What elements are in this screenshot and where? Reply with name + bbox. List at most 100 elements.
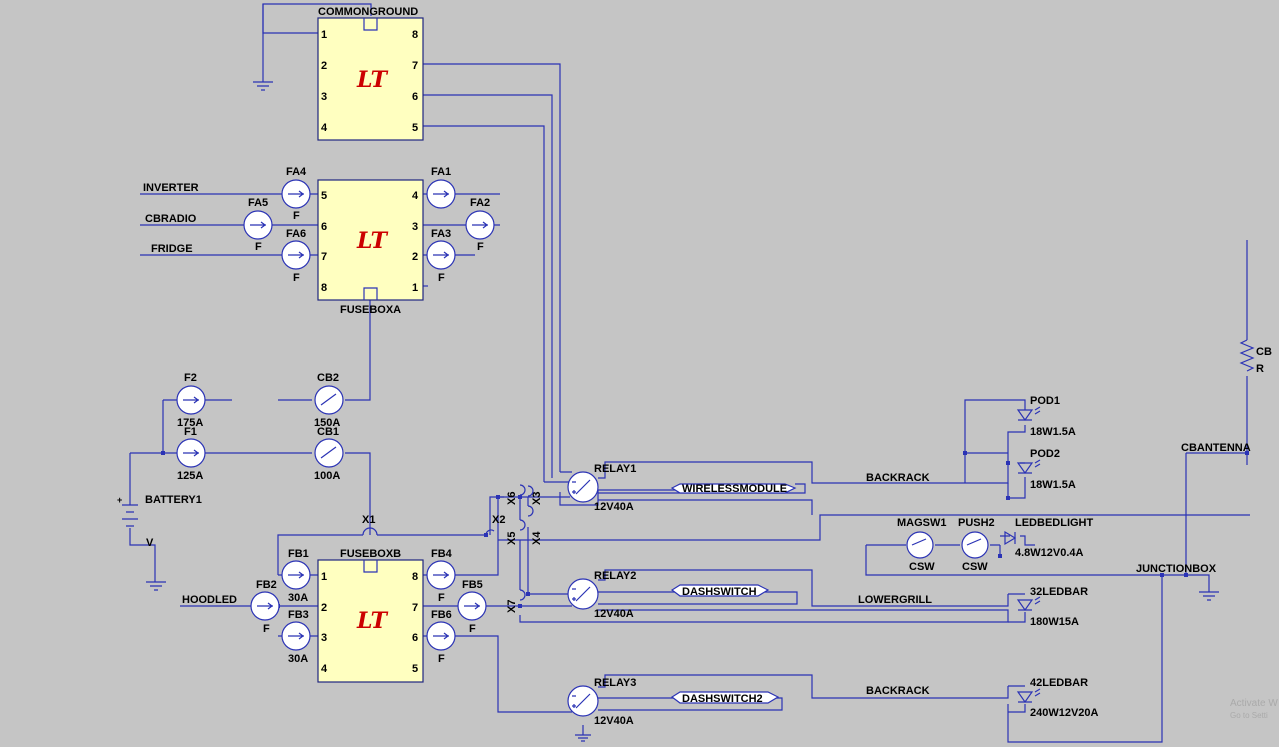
- pin-label: 6: [412, 91, 418, 103]
- fuse-ref: FB4: [431, 548, 453, 560]
- magsw1-ref: MAGSW1: [897, 517, 947, 529]
- lt-logo: LT: [356, 228, 389, 254]
- net-label-backrack: BACKRACK: [866, 472, 930, 484]
- 32ledbar-value: 180W15A: [1030, 616, 1079, 628]
- plus-sign-icon: +: [117, 495, 122, 505]
- net-label-fridge: FRIDGE: [151, 243, 193, 255]
- pin-label: 3: [321, 91, 327, 103]
- fuse-ref: FB6: [431, 609, 452, 621]
- fuseboxb-label: FUSEBOXB: [340, 548, 401, 560]
- fuse-ref: FA2: [470, 197, 490, 209]
- magsw1-switch[interactable]: MAGSW1 CSW: [897, 517, 947, 573]
- push2-value: CSW: [962, 561, 988, 573]
- fuse-ref: FA6: [286, 228, 306, 240]
- fuse-value: F: [293, 210, 300, 222]
- pin-label: 7: [412, 60, 418, 72]
- breaker-icon: [314, 438, 344, 468]
- commonground-label: COMMONGROUND: [318, 6, 418, 18]
- relay-ref: RELAY3: [594, 677, 636, 689]
- fuse-ref: FB1: [288, 548, 309, 560]
- 42ledbar-led[interactable]: 42LEDBAR 240W12V20A: [1016, 677, 1099, 719]
- 32ledbar-led[interactable]: 32LEDBAR 180W15A: [1016, 586, 1088, 628]
- crossing-label: X4: [531, 531, 543, 545]
- breaker-icon: [314, 385, 344, 415]
- pin-label: 8: [321, 282, 327, 294]
- net-label-inverter: INVERTER: [143, 182, 199, 194]
- relay-ref: RELAY2: [594, 570, 636, 582]
- dashswitch-module[interactable]: DASHSWITCH: [670, 584, 770, 598]
- relay-2[interactable]: RELAY2 12V40A: [567, 570, 636, 620]
- fuse-ref: F1: [184, 426, 197, 438]
- dashswitch-label: DASHSWITCH: [682, 586, 757, 598]
- lt-logo: LT: [356, 67, 389, 93]
- fuseboxa-label: FUSEBOXA: [340, 304, 401, 316]
- ledbedlight-led[interactable]: LEDBEDLIGHT 4.8W12V0.4A: [1004, 517, 1094, 559]
- net-labels: INVERTER CBRADIO FRIDGE HOODLED BACKRACK…: [143, 182, 1251, 697]
- push2-switch[interactable]: PUSH2 CSW: [958, 517, 995, 573]
- battery1[interactable]: + BATTERY1 V: [117, 494, 202, 549]
- pin-label: 1: [412, 282, 418, 294]
- fuse-ref: FA1: [431, 166, 451, 178]
- battery1-value: V: [146, 537, 154, 549]
- pin-label: 7: [412, 602, 418, 614]
- fuse-fb1[interactable]: FB1 30A: [281, 548, 311, 604]
- pod2-value: 18W1.5A: [1030, 479, 1076, 491]
- relay-value: 12V40A: [594, 608, 634, 620]
- pin-label: 5: [412, 663, 418, 675]
- 42ledbar-value: 240W12V20A: [1030, 707, 1099, 719]
- net-label-backrack: BACKRACK: [866, 685, 930, 697]
- fuse-value: F: [293, 272, 300, 284]
- pin-label: 8: [412, 571, 418, 583]
- pin-label: 5: [412, 122, 418, 134]
- 32ledbar-ref: 32LEDBAR: [1030, 586, 1088, 598]
- pin-label: 6: [412, 632, 418, 644]
- fuse-fa1[interactable]: FA1: [426, 166, 456, 209]
- crossing-label: X6: [506, 492, 518, 505]
- pod1-ref: POD1: [1030, 395, 1060, 407]
- dashswitch2-module[interactable]: DASHSWITCH2: [670, 691, 780, 705]
- commonground-block[interactable]: COMMONGROUND LT 1 2 3 4 8 7 6 5: [317, 6, 424, 141]
- cb-resistor[interactable]: CB R: [1239, 339, 1272, 375]
- pod2-led[interactable]: POD2 18W1.5A: [1016, 448, 1076, 491]
- fuse-layer: FA4FFA5FFA6FFA1FA2FFA3FF2175AF1125ACB215…: [176, 166, 495, 665]
- pin-label: 3: [412, 221, 418, 233]
- fuse-ref: FA4: [286, 166, 307, 178]
- watermark-line1: Activate W: [1230, 698, 1278, 709]
- battery1-ref: BATTERY1: [145, 494, 202, 506]
- net-label-hoodled: HOODLED: [182, 594, 237, 606]
- crossing-label: X1: [362, 514, 375, 526]
- fuse-value: 30A: [288, 592, 308, 604]
- fuse-value: F: [255, 241, 262, 253]
- fuseboxb-block[interactable]: FUSEBOXB LT 1 2 3 4 8 7 6 5: [317, 548, 424, 683]
- pin-label: 1: [321, 571, 327, 583]
- pod1-led[interactable]: POD1 18W1.5A: [1016, 395, 1076, 438]
- fuse-value: 150A: [314, 417, 340, 429]
- pin-label: 7: [321, 251, 327, 263]
- net-label-junctionbox: JUNCTIONBOX: [1136, 563, 1217, 575]
- crossing-label: X5: [506, 532, 518, 545]
- 42ledbar-ref: 42LEDBAR: [1030, 677, 1088, 689]
- pin-label: 2: [321, 60, 327, 72]
- fuse-value: F: [477, 241, 484, 253]
- wireless-module[interactable]: WIRELESSMODULE: [670, 483, 797, 495]
- fuseboxa-block[interactable]: FUSEBOXA LT 5 6 7 8 4 3 2 1: [317, 179, 424, 316]
- relay-ref: RELAY1: [594, 463, 636, 475]
- fuse-ref: FB2: [256, 579, 277, 591]
